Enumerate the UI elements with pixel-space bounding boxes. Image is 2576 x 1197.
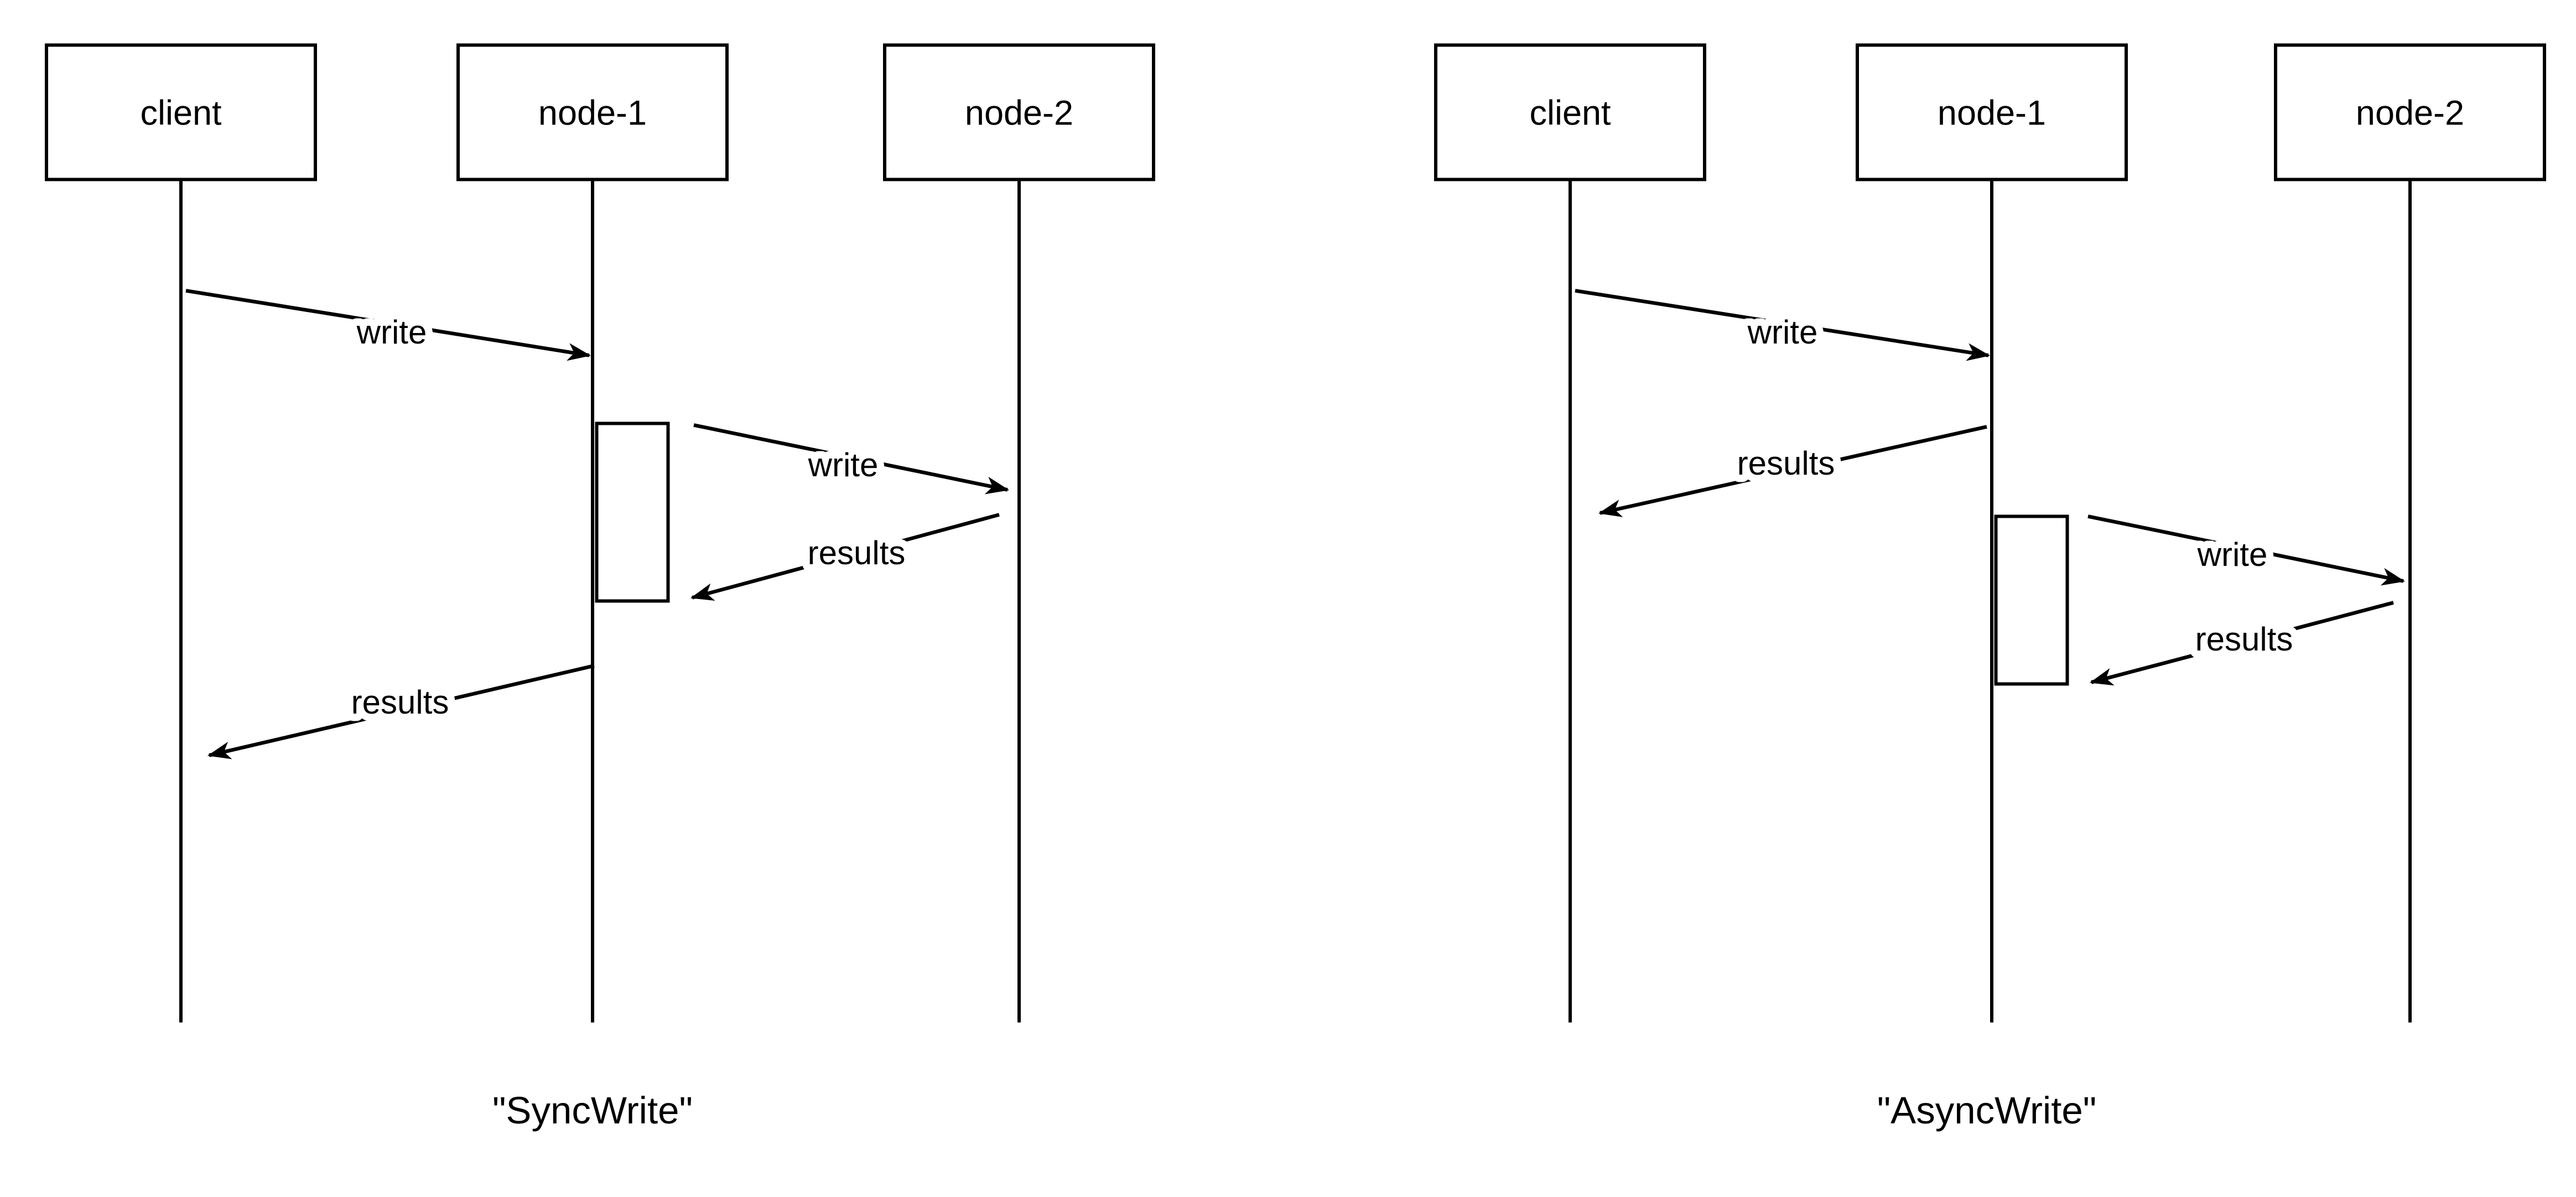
message-arrow-results-node2-node1 [690, 513, 1000, 601]
message-label: results [351, 684, 449, 721]
diagram-syncwrite: client node-1 node-2 write write results… [45, 43, 1155, 1132]
message-arrow-write-node1-node2 [2087, 514, 2406, 586]
message-label: write [2197, 536, 2268, 573]
actor-label-node-2: node-2 [2356, 94, 2464, 133]
diagram-caption-syncwrite: "SyncWrite" [492, 1089, 693, 1132]
activation-bar-node-1 [1994, 514, 2069, 686]
actor-box-node-2 [883, 43, 1155, 181]
actor-box-node-1 [456, 43, 729, 181]
actor-label-node-2: node-2 [965, 94, 1073, 133]
actor-label-node-1: node-1 [538, 94, 647, 133]
actor-box-client [1434, 43, 1706, 181]
actor-box-node-2 [2274, 43, 2546, 181]
diagram-asyncwrite: client node-1 node-2 write results write… [1434, 43, 2546, 1132]
message-arrow-results-node1-client [1598, 425, 1987, 517]
message-label: write [1747, 314, 1818, 351]
message-label: results [808, 534, 906, 571]
actor-label-client: client [140, 94, 222, 133]
actor-label-node-1: node-1 [1938, 94, 2046, 133]
message-label: results [2195, 621, 2293, 658]
message-arrow-write-client-node1 [185, 289, 591, 361]
message-label: results [1737, 445, 1835, 482]
message-arrow-results-node1-client [207, 664, 595, 759]
message-label: write [356, 314, 427, 351]
actor-box-node-1 [1856, 43, 2128, 181]
message-arrow-write-node1-node2 [693, 423, 1010, 495]
message-arrow-write-client-node1 [1575, 289, 1991, 361]
actor-label-client: client [1529, 94, 1611, 133]
actor-box-client [45, 43, 317, 181]
diagram-caption-asyncwrite: "AsyncWrite" [1877, 1089, 2097, 1132]
activation-bar-node-1 [595, 421, 670, 603]
message-label: write [808, 446, 879, 483]
message-arrow-results-node2-node1 [2089, 601, 2394, 686]
